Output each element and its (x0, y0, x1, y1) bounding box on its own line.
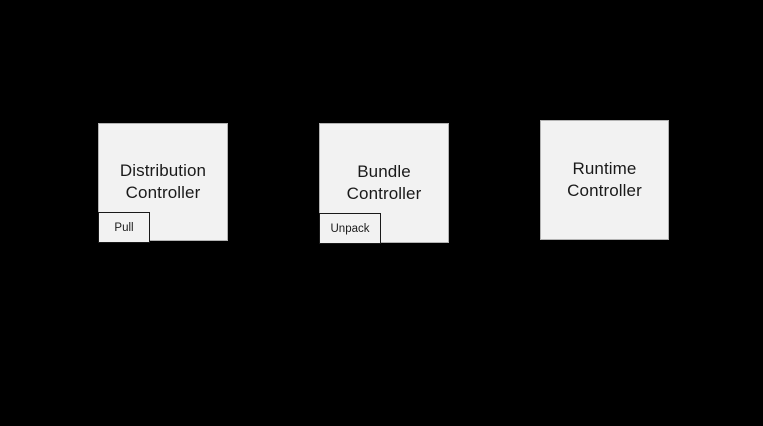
node-runtime-controller-label: Runtime Controller (567, 159, 642, 200)
subnode-pull[interactable]: Pull (98, 212, 150, 243)
node-bundle-controller-label: Bundle Controller (346, 162, 422, 203)
subnode-pull-label: Pull (114, 221, 134, 234)
subnode-unpack[interactable]: Unpack (319, 213, 381, 244)
node-distribution-controller-label: Distribution Controller (119, 161, 207, 202)
node-runtime-controller[interactable]: Runtime Controller (540, 120, 669, 240)
subnode-unpack-label: Unpack (330, 222, 370, 235)
